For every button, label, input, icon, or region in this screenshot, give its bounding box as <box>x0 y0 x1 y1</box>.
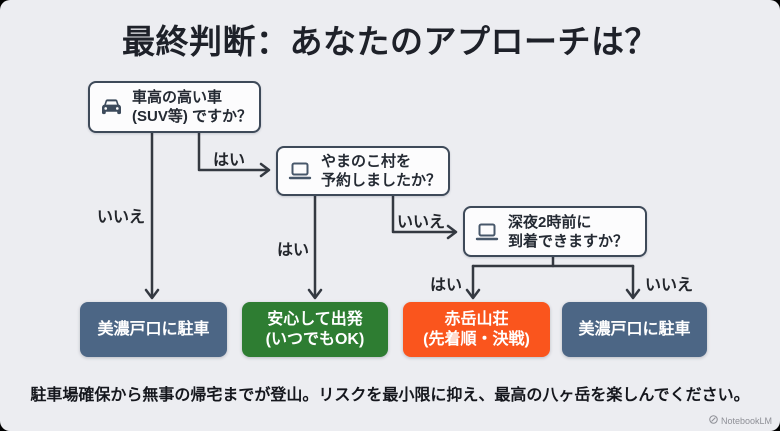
watermark-label: NotebookLM <box>720 415 772 426</box>
question-line: (SUV等) ですか？ <box>132 108 253 125</box>
question-line: 到着できますか？ <box>508 232 629 250</box>
page-title: 最終判断：あなたのアプローチは？ <box>122 23 658 60</box>
edge-label-yes: はい <box>430 277 463 294</box>
result-line: (いつでもOK) <box>265 330 365 348</box>
question-line: 車高の高い車 <box>132 89 223 106</box>
result-line: 赤岳山荘 <box>444 310 509 328</box>
result-box-depart-anytime: 安心して出発 (いつでもOK) <box>242 302 388 357</box>
edge-label-no: いいえ <box>397 214 446 231</box>
question-line: 深夜2時前に <box>508 213 592 231</box>
car-icon <box>100 98 123 117</box>
question-line: 予約しましたか？ <box>321 172 442 189</box>
edge-label-yes: はい <box>277 242 310 259</box>
arrowhead-down <box>625 288 641 300</box>
edge-label-no: いいえ <box>645 277 694 294</box>
laptop-icon <box>475 223 499 241</box>
question-box-car-height: 車高の高い車 (SUV等) ですか？ <box>88 81 261 133</box>
watermark: NotebookLM <box>709 415 772 426</box>
result-line: 美濃戸口に駐車 <box>578 320 691 338</box>
question-box-arrival-before-2am: 深夜2時前に 到着できますか？ <box>463 206 647 257</box>
result-line: (先着順・決戦) <box>423 330 530 348</box>
edge-label-no: いいえ <box>97 209 146 226</box>
edge-label-yes: はい <box>213 152 246 169</box>
result-line: 美濃戸口に駐車 <box>97 320 210 338</box>
arrowhead-down <box>144 288 160 300</box>
arrowhead-down <box>307 288 323 300</box>
laptop-icon <box>288 162 312 180</box>
footer-note: 駐車場確保から無事の帰宅までが登山。リスクを最小限に抑え、最高の八ヶ岳を楽しんで… <box>30 387 750 404</box>
question-box-yamanoko-reservation: やまのこ村を 予約しましたか？ <box>276 146 450 196</box>
arrowhead-right <box>259 162 271 178</box>
arrowhead-right <box>446 224 458 240</box>
result-box-park-minotoguchi: 美濃戸口に駐車 <box>80 302 227 357</box>
result-line: 安心して出発 <box>267 310 363 328</box>
question-line: やまのこ村を <box>321 153 412 170</box>
result-box-park-minotoguchi: 美濃戸口に駐車 <box>562 302 707 357</box>
notebooklm-logo-icon <box>709 415 718 426</box>
result-box-akadake-sanso: 赤岳山荘 (先着順・決戦) <box>403 302 550 357</box>
arrowhead-down <box>465 288 481 300</box>
